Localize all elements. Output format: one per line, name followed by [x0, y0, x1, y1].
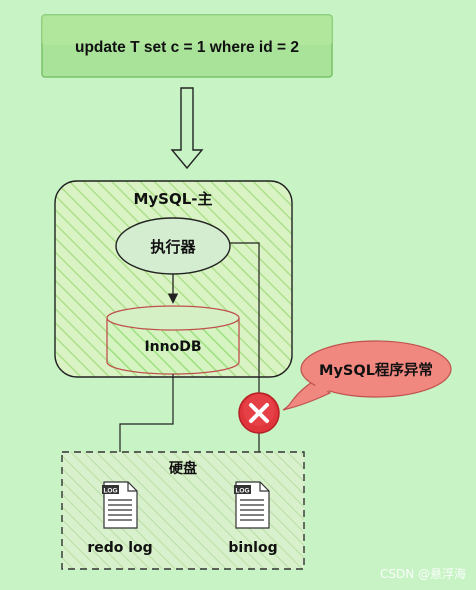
log-file-icon: LOG [102, 481, 138, 529]
redo-log-label: redo log [87, 540, 152, 556]
innodb-label: InnoDB [144, 339, 201, 355]
query-box: update T set c = 1 where id = 2 [41, 14, 333, 78]
redo-log-badge: LOG [103, 488, 117, 495]
executor-label: 执行器 [150, 238, 196, 256]
error-callout-text: MySQL程序异常 [319, 361, 433, 379]
redo-log-file: LOG redo log [87, 481, 153, 556]
error-callout: MySQL程序异常 [282, 340, 452, 411]
watermark: CSDN @悬浮海 [380, 566, 466, 581]
error-x-icon [238, 392, 280, 434]
binlog-file: LOG binlog [228, 481, 278, 556]
log-file-icon: LOG [234, 481, 270, 529]
binlog-badge: LOG [235, 488, 249, 495]
executor-node: 执行器 [115, 217, 231, 275]
query-text: update T set c = 1 where id = 2 [75, 39, 299, 56]
binlog-label: binlog [228, 540, 277, 556]
innodb-cylinder: InnoDB [106, 305, 240, 375]
innodb-to-redolog-connector [115, 374, 174, 482]
flow-down-arrow-icon [170, 87, 204, 170]
disk-title: 硬盘 [169, 460, 197, 477]
mysql-master-title: MySQL-主 [133, 190, 212, 208]
